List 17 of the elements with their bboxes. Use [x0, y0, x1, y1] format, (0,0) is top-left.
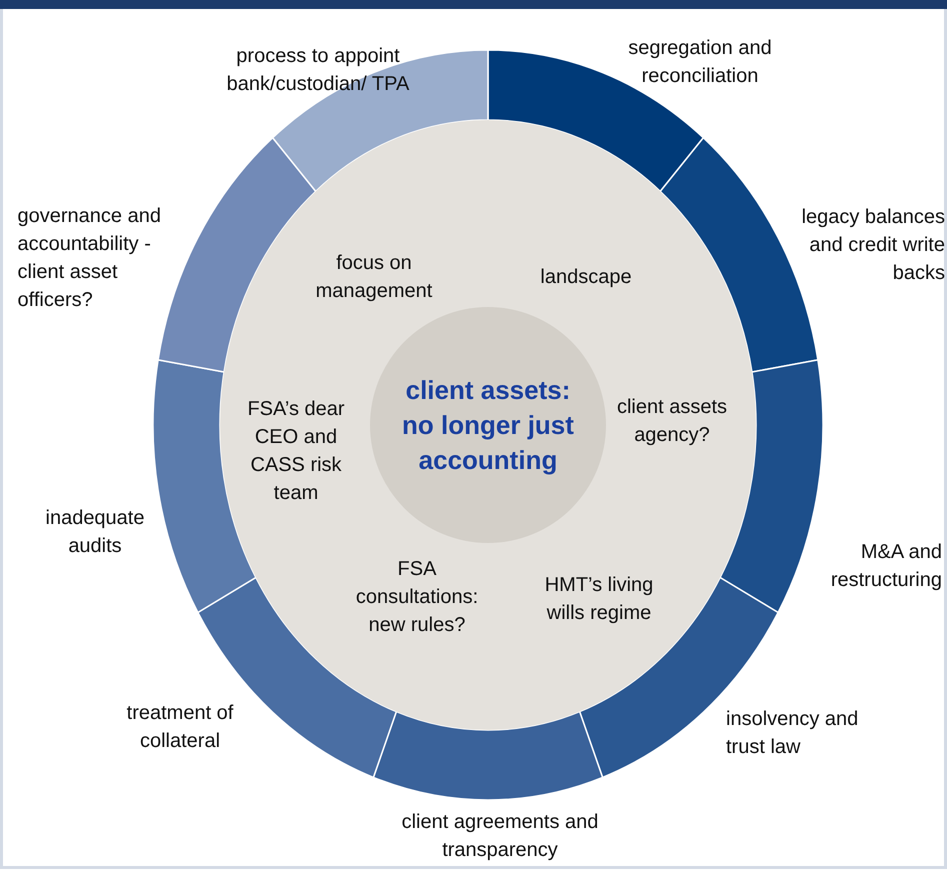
segment-label: inadequate audits	[44, 506, 146, 559]
segment-label: client agreements and transparency	[400, 810, 600, 863]
ring-segment	[372, 710, 604, 801]
segment-label: insolvency and trust law	[726, 707, 860, 760]
topic-label: focus on management	[314, 251, 434, 304]
segment-label: treatment of collateral	[126, 701, 234, 754]
topic-label: HMT’s living wills regime	[544, 573, 654, 626]
topic-label: landscape	[539, 265, 633, 290]
segment-label: process to appoint bank/custodian/ TPA	[226, 44, 410, 97]
topic-label: client assets agency?	[616, 395, 728, 448]
topic-label: FSA’s dear CEO and CASS risk team	[246, 397, 346, 506]
center-title: client assets: no longer just accounting	[401, 374, 575, 476]
segment-label: M&A and restructuring	[830, 540, 942, 593]
topic-label: FSA consultations: new rules?	[354, 557, 480, 638]
segment-label: governance and accountability - client asset officers?	[18, 204, 162, 313]
segment-label: segregation and reconciliation	[627, 36, 773, 89]
segment-label: legacy balances and credit write backs	[800, 205, 945, 286]
